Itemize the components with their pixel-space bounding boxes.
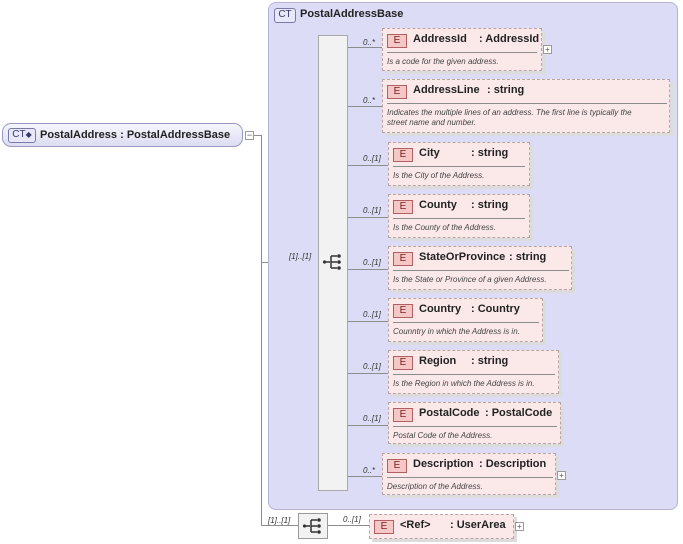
element-type: : Country <box>471 303 520 315</box>
element-cardinality: 0..* <box>363 466 376 475</box>
element-name: Description <box>413 458 474 470</box>
element-type: : PostalCode <box>485 407 553 419</box>
element-icon: E <box>393 148 413 162</box>
plus-icon[interactable]: + <box>543 45 552 54</box>
element-cardinality: 0..[1] <box>343 515 361 524</box>
element-icon: E <box>393 252 413 266</box>
element-state-or-province[interactable]: E StateOrProvince : string Is the State … <box>388 246 572 290</box>
element-icon: E <box>387 85 407 99</box>
element-cardinality: 0..[1] <box>363 206 381 215</box>
element-description: Description of the Address. <box>387 482 483 491</box>
element-name: AddressLine <box>413 84 480 96</box>
element-name: Country <box>419 303 462 315</box>
sequence-compositor[interactable] <box>318 35 348 491</box>
element-type: : string <box>471 147 509 159</box>
element-description-field[interactable]: E Description : Description Description … <box>382 453 556 495</box>
plus-icon[interactable]: + <box>557 471 566 480</box>
element-description: Is the County of the Address. <box>393 223 496 232</box>
element-name: Region <box>419 355 457 367</box>
sequence-icon <box>303 518 321 534</box>
root-type: PostalAddressBase <box>126 129 231 141</box>
element-type: : string <box>471 355 509 367</box>
element-county[interactable]: E County : string Is the County of the A… <box>388 194 530 238</box>
element-type: : AddressId <box>479 33 540 45</box>
element-type: : UserArea <box>450 519 506 531</box>
element-icon: E <box>393 356 413 370</box>
element-description: Counntry in which the Address is in. <box>393 327 520 336</box>
root-element[interactable]: CT◆ PostalAddress : PostalAddressBase <box>2 123 243 147</box>
element-icon: E <box>387 459 407 473</box>
element-description: Is the City of the Address. <box>393 171 485 180</box>
element-region[interactable]: E Region : string Is the Region in which… <box>388 350 559 394</box>
element-name: City <box>419 147 440 159</box>
element-name: <Ref> <box>400 519 431 531</box>
description-line: street name and number. <box>387 118 477 127</box>
root-badge-text: CT <box>12 129 26 140</box>
element-cardinality: 0..[1] <box>363 310 381 319</box>
element-address-id[interactable]: E AddressId : AddressId Is a code for th… <box>382 28 542 71</box>
element-name: AddressId <box>413 33 467 45</box>
root-name: PostalAddress <box>40 129 118 141</box>
element-name: StateOrProvince <box>419 251 506 263</box>
description-line: Indicates the multiple lines of an addre… <box>387 108 632 117</box>
element-icon: E <box>393 304 413 318</box>
root-separator: : <box>120 129 124 141</box>
element-country[interactable]: E Country : Country Counntry in which th… <box>388 298 543 342</box>
element-name: County <box>419 199 457 211</box>
element-name: PostalCode <box>419 407 480 419</box>
element-description: Is the State or Province of a given Addr… <box>393 275 547 284</box>
element-type: : string <box>509 251 547 263</box>
complex-type-extension-icon: CT◆ <box>8 128 36 143</box>
element-icon: E <box>393 408 413 422</box>
ct-badge-text: CT <box>278 9 292 20</box>
element-description: Indicates the multiple lines of an addre… <box>387 108 669 128</box>
element-cardinality: 0..[1] <box>363 414 381 423</box>
element-icon: E <box>393 200 413 214</box>
element-address-line[interactable]: E AddressLine : string Indicates the mul… <box>382 79 670 133</box>
element-icon: E <box>387 34 407 48</box>
complex-type-title: PostalAddressBase <box>300 8 404 20</box>
element-description: Is the Region in which the Address is in… <box>393 379 535 388</box>
root-label: PostalAddress : PostalAddressBase <box>40 129 230 141</box>
element-icon: E <box>374 520 394 534</box>
sequence-cardinality: [1]..[1] <box>289 252 312 261</box>
element-city[interactable]: E City : string Is the City of the Addre… <box>388 142 530 186</box>
element-cardinality: 0..[1] <box>363 258 381 267</box>
complex-type-icon: CT <box>274 8 296 23</box>
element-type: : Description <box>479 458 547 470</box>
plus-icon[interactable]: + <box>515 522 524 531</box>
element-cardinality: 0..* <box>363 96 376 105</box>
element-ref-user-area[interactable]: E <Ref> : UserArea <box>369 514 514 539</box>
element-cardinality: 0..[1] <box>363 154 381 163</box>
element-description: Postal Code of the Address. <box>393 431 493 440</box>
sequence-icon <box>323 254 341 270</box>
collapse-toggle[interactable]: − <box>245 130 254 140</box>
element-cardinality: 0..[1] <box>363 362 381 371</box>
element-cardinality: 0..* <box>363 38 376 47</box>
element-type: : string <box>487 84 525 96</box>
extension-sequence-cardinality: [1]..[1] <box>268 516 291 525</box>
element-type: : string <box>471 199 509 211</box>
element-postal-code[interactable]: E PostalCode : PostalCode Postal Code of… <box>388 402 561 444</box>
element-description: Is a code for the given address. <box>387 57 499 66</box>
